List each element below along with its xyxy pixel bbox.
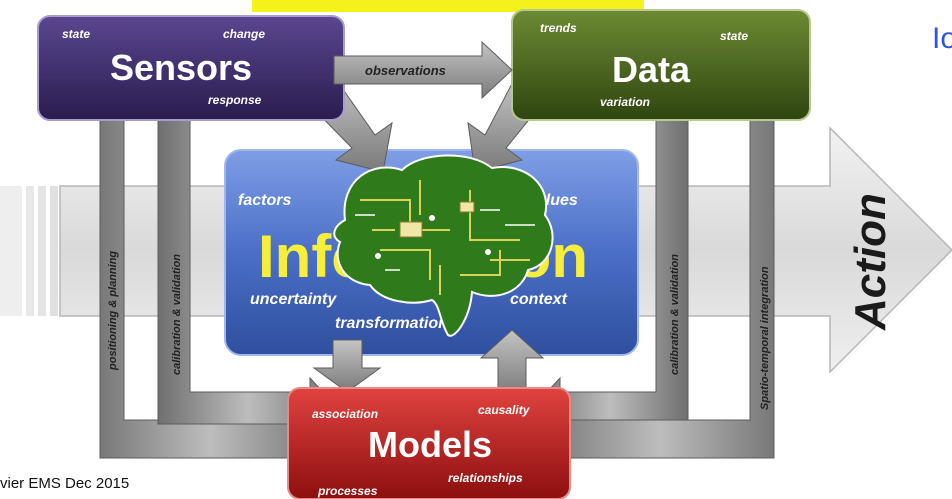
sensors-sub-change: change xyxy=(223,27,265,41)
data-box: trends state Data variation xyxy=(511,9,811,121)
calibration-right-label: calibration & validation xyxy=(669,254,681,375)
positioning-label: positioning & planning xyxy=(107,251,119,371)
information-sub-factors: factors xyxy=(238,192,291,209)
sensors-box: state change Sensors response xyxy=(37,15,345,121)
corner-text: Io xyxy=(932,22,952,55)
brain-icon xyxy=(333,154,554,337)
data-title: Data xyxy=(612,49,691,90)
information-sub-uncertainty: uncertainty xyxy=(250,291,337,308)
models-sub-causality: causality xyxy=(478,403,531,417)
data-sub-state: state xyxy=(720,29,748,43)
data-sub-variation: variation xyxy=(600,95,650,109)
calibration-left-label: calibration & validation xyxy=(171,254,183,375)
sensors-title: Sensors xyxy=(110,47,252,88)
action-label: Action xyxy=(846,193,895,331)
sensors-sub-state: state xyxy=(62,27,90,41)
models-sub-processes: processes xyxy=(317,484,378,498)
sensors-sub-response: response xyxy=(208,93,262,107)
info-to-models-arrow xyxy=(312,339,382,393)
observations-arrow: observations xyxy=(333,40,513,100)
data-sub-trends: trends xyxy=(540,21,577,35)
models-sub-relationships: relationships xyxy=(448,471,523,485)
information-sub-context: context xyxy=(510,291,568,308)
information-sub-transformation: transformation xyxy=(335,315,448,332)
spatio-temporal-label: Spatio-temporal integration xyxy=(759,266,771,410)
models-box: association causality Models relationshi… xyxy=(287,387,571,499)
models-sub-association: association xyxy=(312,407,378,421)
observations-label: observations xyxy=(365,63,446,78)
models-title: Models xyxy=(368,424,492,465)
footer-text: vier EMS Dec 2015 xyxy=(0,475,130,492)
